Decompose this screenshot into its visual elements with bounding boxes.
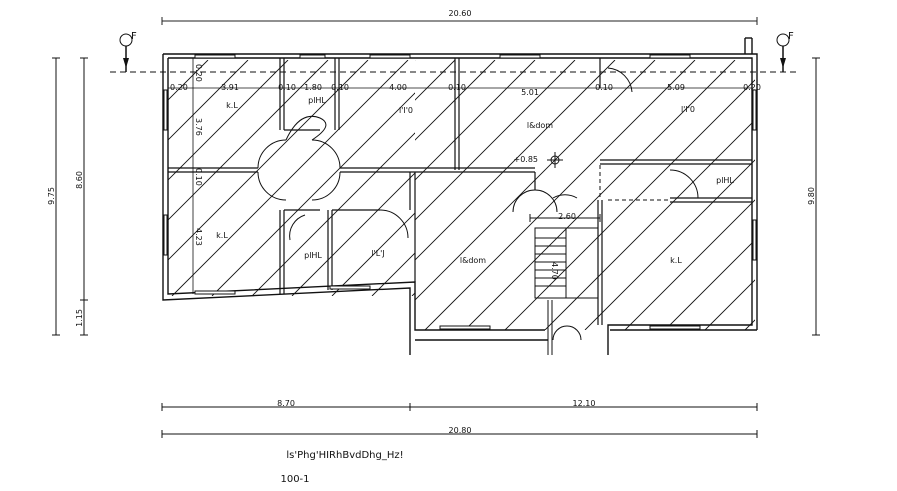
room-bath-bottom: plHL <box>304 251 322 260</box>
room-kl-bottom-right: k.L <box>670 256 682 265</box>
room-top-mid: l'I'0 <box>399 106 413 115</box>
hatch-line <box>211 92 415 296</box>
door-swings <box>257 67 699 341</box>
right-overall-label: 9.80 <box>807 187 816 205</box>
hatch-line <box>415 60 496 141</box>
dim-0-10-b: 0.10 <box>331 83 349 92</box>
hatch-line <box>744 319 755 330</box>
left-dimensions <box>52 57 88 336</box>
bottom-overall-label: 20.80 <box>449 426 472 435</box>
dim-4-00: 4.00 <box>389 83 407 92</box>
dim-3-91: 3.91 <box>221 83 239 92</box>
hatch-line <box>415 60 576 221</box>
section-marker-left-icon: F <box>119 31 137 72</box>
inner-dimension-row: 0.20 3.91 0.10 1.80 0.10 4.00 0.10 5.01 … <box>168 83 761 97</box>
dim-0-10-d: 0.10 <box>595 83 613 92</box>
dim-0-10-c: 0.10 <box>448 83 466 92</box>
hatch-line <box>168 60 329 221</box>
bottom-dimensions <box>161 403 758 438</box>
room-bath-right: plHL <box>716 176 734 185</box>
hatch-line <box>415 60 656 301</box>
dashed-openings <box>599 165 668 201</box>
section-marker-right-label: F <box>788 31 794 42</box>
hatch-line <box>168 60 289 181</box>
room-kl-top-left: k.L <box>226 101 238 110</box>
room-hall-top: l&dom <box>527 121 553 130</box>
hatch-line <box>331 212 415 296</box>
hatch-line <box>415 60 536 181</box>
hatch-line <box>664 239 755 330</box>
section-marker-left-label: F <box>131 31 137 42</box>
bottom-right-label: 12.10 <box>573 399 596 408</box>
room-labels: k.L plHL l'I'0 l&dom l'I'0 plHL k.L plHL… <box>216 96 734 265</box>
top-overall-label: 20.60 <box>449 9 472 18</box>
hatch-line <box>624 199 755 330</box>
level-mark-label: +0.85 <box>513 155 538 164</box>
dim-v-0-20: 0.20 <box>194 64 203 82</box>
room-bottom-small: l'L'J <box>371 249 384 258</box>
left-offset-label: 1.15 <box>75 309 84 327</box>
hatch-line <box>171 60 409 296</box>
dim-v-4-23: 4.23 <box>194 228 203 246</box>
dim-v-3-76: 3.76 <box>194 118 203 136</box>
dim-5-01: 5.01 <box>521 88 539 97</box>
hatch-line <box>168 60 249 141</box>
hatch-line <box>544 119 755 330</box>
dim-0-10-a: 0.10 <box>278 83 296 92</box>
room-kl-bottom-left: k.L <box>216 231 228 240</box>
dim-v-0-10: 0.10 <box>194 168 203 186</box>
hatch-line <box>584 159 755 330</box>
windows <box>163 54 757 330</box>
hatch-line <box>504 79 755 330</box>
right-dimension <box>812 57 820 336</box>
room-top-right: l'I'0 <box>681 105 695 114</box>
dim-1-80: 1.80 <box>304 83 322 92</box>
dim-5-09: 5.09 <box>667 83 685 92</box>
bottom-left-label: 8.70 <box>277 399 295 408</box>
dim-stair-4-70: 4.70 <box>550 262 559 280</box>
staircase <box>529 214 601 355</box>
section-marker-right-icon: F <box>776 31 794 72</box>
left-main-label: 8.60 <box>75 171 84 189</box>
dim-0-20-c: 0.20 <box>743 83 761 92</box>
hatch-line <box>371 252 415 296</box>
dim-stair-2-60: 2.60 <box>558 212 576 221</box>
hatch-line <box>415 60 616 261</box>
hatch-pattern <box>168 60 755 330</box>
hatch-line <box>168 60 369 261</box>
interior-walls <box>168 58 752 325</box>
drawing-caption: ls'Phg'HIRhBvdDhg_Hz! <box>286 450 403 461</box>
room-hall-bottom: l&dom <box>460 256 486 265</box>
top-dimension: 20.60 <box>161 9 758 25</box>
dim-0-20-a: 0.20 <box>170 83 188 92</box>
left-overall-label: 9.75 <box>47 187 56 205</box>
hatch-line <box>168 60 209 101</box>
room-bath-top: plHL <box>308 96 326 105</box>
hatch-line <box>704 279 755 330</box>
hatch-line <box>251 132 415 296</box>
level-mark-icon <box>547 152 563 168</box>
sheet-number: 100-1 <box>280 474 309 485</box>
inner-vertical-dims: 0.20 3.76 0.10 4.23 4.70 2.60 <box>192 58 576 294</box>
